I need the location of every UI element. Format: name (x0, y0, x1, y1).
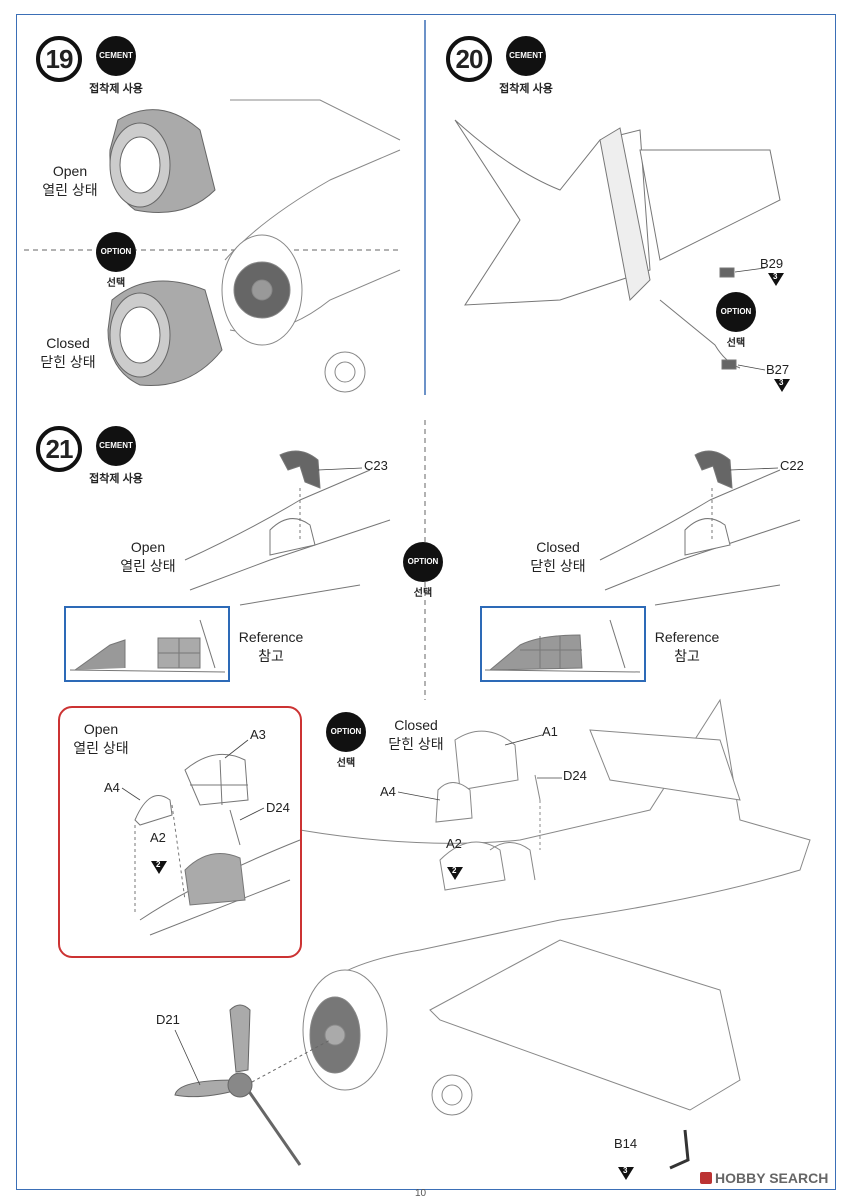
reference-en: Reference (654, 629, 720, 645)
open-ko: 열린 상태 (120, 558, 176, 574)
part-a2-inset: A2 (150, 830, 166, 845)
open-label-22: Open 열린 상태 (66, 720, 136, 758)
propeller-drawing (174, 1004, 331, 1166)
cowling-closed-drawing (107, 280, 223, 387)
open-en: Open (52, 163, 88, 179)
cockpit-open-drawing (184, 450, 391, 606)
watermark-logo-icon (700, 1172, 712, 1184)
open-label-21: Open 열린 상태 (116, 538, 180, 576)
reference-box-closed (480, 606, 646, 682)
closed-ko: 닫힌 상태 (40, 354, 96, 370)
option-badge-21: OPTION (403, 542, 443, 582)
closed-label-21: Closed 닫힌 상태 (526, 538, 590, 576)
open-en: Open (130, 539, 166, 555)
page-number: 10 (415, 1188, 427, 1199)
closed-en: Closed (536, 539, 580, 555)
option-badge-19: OPTION (96, 232, 136, 272)
reference-label-closed: Reference 참고 (652, 628, 722, 666)
fuselage-19-drawing (221, 99, 401, 393)
watermark-text: HOBBY SEARCH (715, 1170, 829, 1186)
hobby-search-watermark: HOBBY SEARCH (700, 1170, 828, 1186)
part-a2-qty-triangle: 2 (447, 866, 463, 880)
option-badge-22: OPTION (326, 712, 366, 752)
cement-badge-19: CEMENT (96, 36, 136, 76)
reference-ko: 참고 (674, 648, 700, 664)
part-b27: B27 (766, 362, 790, 377)
cement-label-ko-21: 접착제 사용 (89, 473, 143, 485)
step-number-20: 20 (446, 36, 492, 82)
step-number-19: 19 (36, 36, 82, 82)
part-c22: C22 (780, 458, 804, 473)
part-b14: B14 (614, 1136, 638, 1151)
closed-label-19: Closed 닫힌 상태 (36, 334, 100, 372)
cement-badge-20: CEMENT (506, 36, 546, 76)
closed-en: Closed (46, 335, 90, 351)
reference-open-drawing (69, 619, 226, 673)
aircraft-main-drawing (299, 698, 811, 1170)
part-a3: A3 (250, 727, 266, 742)
page-frame (16, 14, 836, 1190)
option-label-ko-20: 선택 (726, 338, 746, 349)
option-label-ko-21: 선택 (413, 588, 433, 599)
open-en: Open (83, 721, 119, 737)
cement-label-ko-19: 접착제 사용 (89, 83, 143, 95)
reference-ko: 참고 (258, 648, 284, 664)
closed-label-22: Closed 닫힌 상태 (384, 716, 448, 754)
reference-closed-drawing (484, 619, 641, 673)
closed-ko: 닫힌 상태 (530, 558, 586, 574)
option-label-ko-19: 선택 (106, 278, 126, 289)
reference-box-open (64, 606, 230, 682)
step-number-21: 21 (36, 426, 82, 472)
open-option-box (58, 706, 302, 958)
part-d21: D21 (156, 1012, 180, 1027)
reference-label-open: Reference 참고 (236, 628, 306, 666)
inset-open-drawing (134, 753, 301, 936)
part-a2-inset-qty-triangle: 2 (151, 860, 167, 874)
part-b14-qty-triangle: 3 (618, 1166, 634, 1180)
closed-ko: 닫힌 상태 (388, 736, 444, 752)
open-ko: 열린 상태 (42, 182, 98, 198)
cockpit-closed-drawing (599, 450, 801, 606)
reference-en: Reference (238, 629, 304, 645)
closed-en: Closed (394, 717, 438, 733)
option-badge-20: OPTION (716, 292, 756, 332)
part-a2: A2 (446, 836, 462, 851)
tail-drawing (454, 119, 781, 370)
part-d24: D24 (563, 768, 587, 783)
part-b29-qty-triangle: 3 (768, 272, 784, 286)
part-c23: C23 (364, 458, 388, 473)
open-ko: 열린 상태 (73, 740, 129, 756)
open-label-19: Open 열린 상태 (40, 162, 100, 200)
part-a4-inset: A4 (104, 780, 120, 795)
part-b29: B29 (760, 256, 784, 271)
cement-badge-21: CEMENT (96, 426, 136, 466)
part-b27-qty-triangle: 3 (774, 378, 790, 392)
part-a1: A1 (542, 724, 558, 739)
part-d24-inset: D24 (266, 800, 290, 815)
cement-label-ko-20: 접착제 사용 (499, 83, 553, 95)
cowling-open-drawing (109, 109, 216, 213)
option-label-ko-22: 선택 (336, 758, 356, 769)
part-a4: A4 (380, 784, 396, 799)
